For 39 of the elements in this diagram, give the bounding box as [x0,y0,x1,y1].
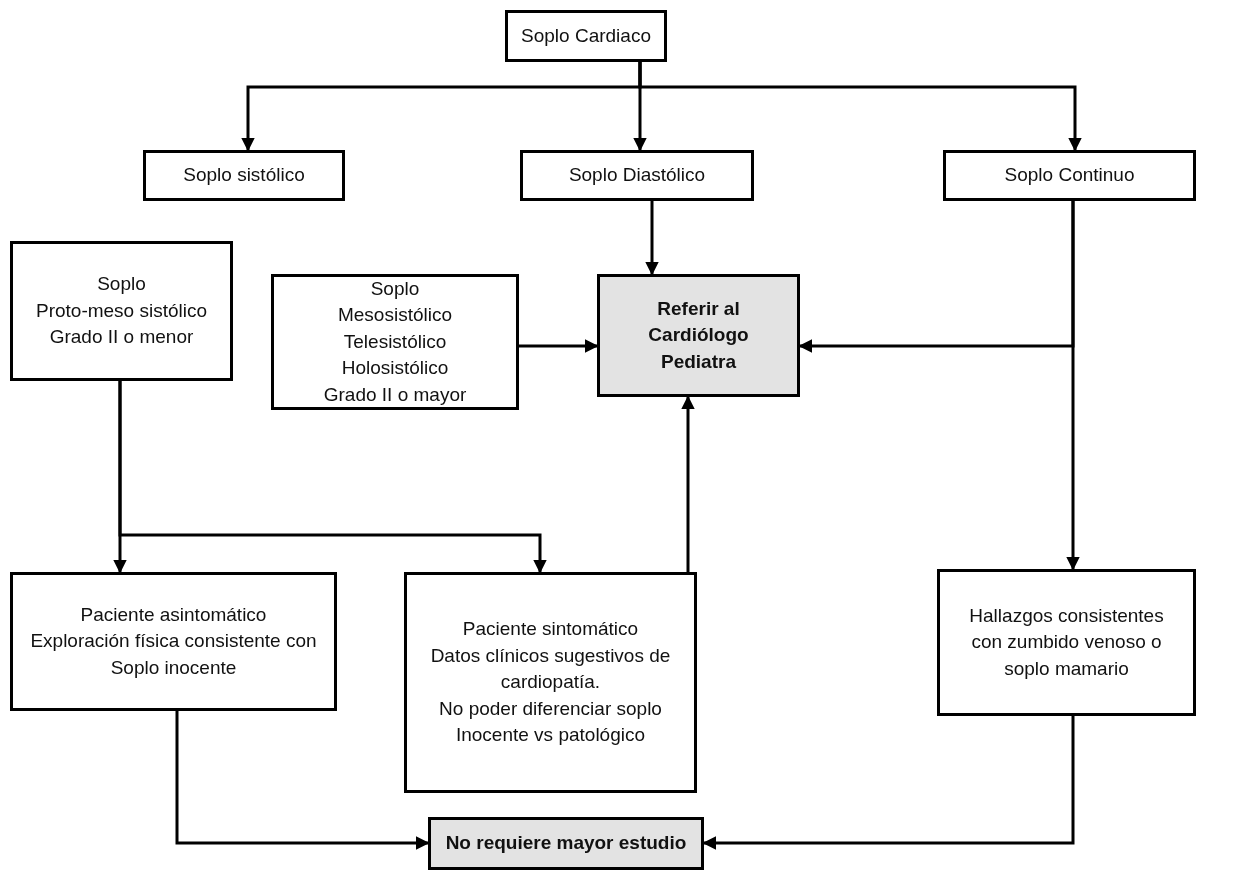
process-box [520,150,754,201]
process-box [10,572,337,711]
arrow [638,62,1082,152]
box-text: No requiere mayor estudio [445,831,687,856]
box-text: Soplo sistólico [183,163,305,188]
box-text: Mesosistólico [337,303,452,328]
process-box [943,150,1196,201]
arrow [681,395,695,572]
box-text: Paciente sintomático [462,617,639,641]
box-text: Telesistólico [343,329,447,354]
box-text: Soplo Continuo [1004,163,1135,188]
box-text: Holosistólico [341,356,449,381]
arrow [1066,201,1080,571]
box-text: Grado II o menor [49,325,194,350]
arrow [118,381,547,574]
highlighted-process-box [428,817,704,870]
process-box [937,569,1196,716]
box-text: Soplo [97,272,146,297]
process-box [271,274,519,410]
box-text: Paciente asintomático [80,602,267,627]
box-text: Soplo Diastólico [568,163,706,188]
process-box [143,150,345,201]
box-text: Referir al Cardiólogo Pediatra [647,296,750,374]
arrow [702,716,1075,850]
process-box [10,241,233,381]
box-text: Proto-meso sistólico [35,298,208,323]
box-text: Datos clínicos sugestivos de cardiopatía. [429,643,672,695]
box-text: Soplo [370,276,420,301]
box-text: No poder diferenciar soplo Inocente vs patológico [438,696,663,748]
process-box [505,10,667,62]
arrow [645,201,659,276]
process-box [404,572,697,793]
highlighted-process-box [597,274,800,397]
arrow [175,711,430,850]
box-text: Exploración física consistente con Soplo inocente [29,629,318,680]
box-text: Hallazgos consistentes con zumbido venoso o soplo mamario [968,603,1165,681]
box-text: Grado II o mayor [323,382,467,407]
box-text: Soplo Cardiaco [521,23,651,48]
arrow [519,339,599,353]
